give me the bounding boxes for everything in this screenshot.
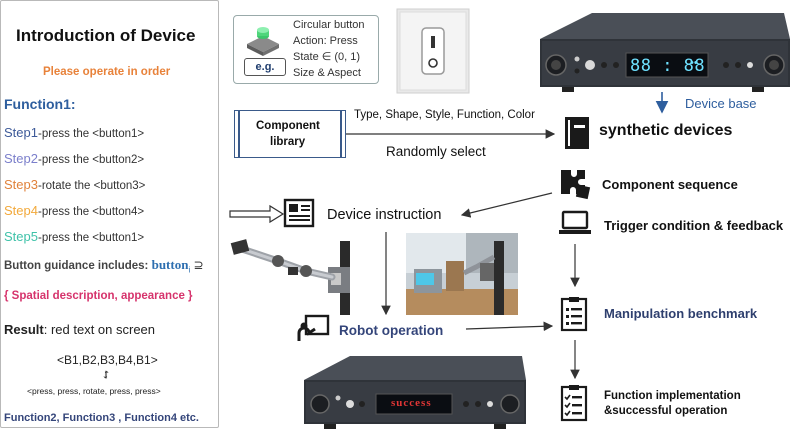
step-1-text: -press the <button1> [37, 128, 145, 140]
component-library-label-2: library [270, 136, 306, 148]
presentation-icon [297, 314, 330, 341]
device-instruction-label: Device instruction [327, 207, 442, 223]
step-1: Step1-press the <button1> [4, 125, 144, 140]
arrow-sequence-to-instruction [460, 192, 553, 218]
example-badge: e.g. [244, 58, 286, 76]
circular-button-icon [247, 27, 279, 56]
step-3-number: Step3 [4, 177, 38, 192]
library-left-bar [238, 110, 240, 158]
step-3-text: -rotate the <button3> [37, 180, 146, 192]
spatial-description: { Spatial description, appearance } [4, 290, 193, 302]
device-base-image [540, 13, 790, 92]
step-5-number: Step5 [4, 229, 38, 244]
double-arrow-icon [229, 204, 285, 224]
success-device-image [304, 356, 526, 429]
other-functions: Function2, Function3 , Function4 etc. [4, 412, 199, 424]
result-line: Result: red text on screen [4, 322, 155, 337]
toggle-switch-icon [396, 8, 470, 94]
component-attributes: Type, Shape, Style, Function, Color [354, 109, 535, 121]
success-display-text: success [391, 397, 432, 409]
example-line-2: Action: Press [293, 35, 358, 47]
manipulation-benchmark-label: Manipulation benchmark [604, 306, 758, 321]
step-4-number: Step4 [4, 203, 38, 218]
guidance-button: button [151, 257, 189, 272]
synthetic-devices-label: synthetic devices [599, 122, 733, 139]
step-2-text: -press the <button2> [37, 154, 145, 166]
example-line-1: Circular button [293, 19, 365, 31]
example-line-4: Size & Aspect [293, 67, 361, 79]
book-icon [565, 117, 589, 149]
example-line-3: State ∈ (0, 1) [293, 51, 361, 63]
panel-subtitle: Please operate in order [43, 66, 171, 78]
arrow-robot-to-benchmark [465, 321, 554, 332]
guidance-label: Button guidance includes: [4, 260, 149, 272]
step-5-text: -press the <button1> [37, 232, 145, 244]
checked-list-icon [560, 385, 588, 422]
button-sequence: <B1,B2,B3,B4,B1> [57, 353, 158, 367]
device-base-display: 88 : 88 [630, 56, 706, 76]
step-4-text: -press the <button4> [37, 206, 145, 218]
step-5: Step5-press the <button1> [4, 229, 144, 244]
function-implementation-line-1: Function implementation [604, 390, 741, 402]
step-2: Step2-press the <button2> [4, 151, 144, 166]
robot-operation-label: Robot operation [339, 323, 444, 338]
library-right-bar [340, 110, 342, 158]
device-introduction-panel: Introduction of Device Please operate in… [0, 0, 219, 428]
robot-scene-photo [406, 233, 518, 315]
component-sequence-label: Component sequence [602, 177, 738, 192]
function-implementation-line-2: &successful operation [604, 405, 728, 417]
component-library-label-1: Component [256, 120, 320, 132]
component-library-box [234, 110, 346, 158]
newspaper-icon [283, 198, 315, 228]
guidance-subscript: i [188, 265, 191, 275]
laptop-icon [559, 210, 591, 234]
step-4: Step4-press the <button4> [4, 203, 144, 218]
result-label: Result [4, 322, 44, 337]
action-sequence: <press, press, rotate, press, press> [27, 386, 161, 396]
result-text: : red text on screen [43, 322, 156, 337]
device-base-display-dots: •• [690, 57, 698, 69]
step-3: Step3-rotate the <button3> [4, 177, 145, 192]
guidance-symbol: ⊇ [193, 258, 204, 272]
trigger-feedback-label: Trigger condition & feedback [604, 218, 784, 233]
button-guidance: Button guidance includes: buttoni ⊇ [4, 257, 204, 274]
step-1-number: Step1 [4, 125, 38, 140]
robot-arm-image [230, 239, 350, 315]
checklist-icon [560, 297, 588, 332]
random-select-text: Randomly select [386, 144, 486, 159]
function1-heading: Function1: [4, 96, 76, 112]
puzzle-icon [561, 170, 591, 200]
step-2-number: Step2 [4, 151, 38, 166]
device-base-label: Device base [685, 96, 757, 111]
panel-title: Introduction of Device [16, 26, 196, 45]
